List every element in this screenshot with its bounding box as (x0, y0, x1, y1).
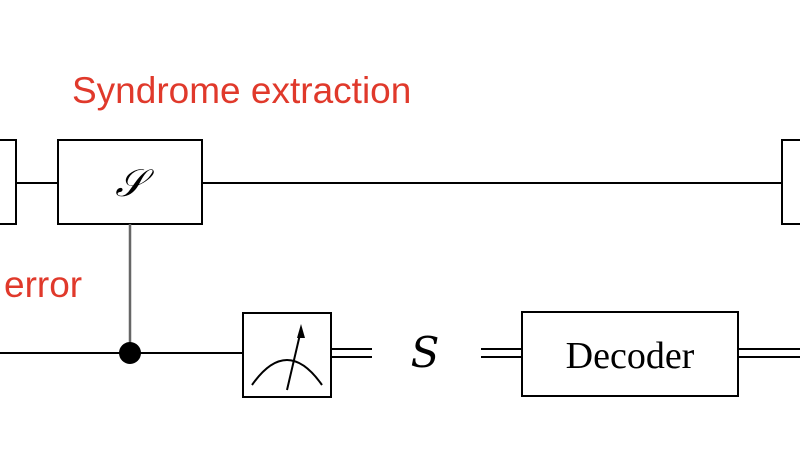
measurement-meter-icon (251, 324, 323, 391)
classical-wire-1 (331, 348, 372, 358)
syndrome-symbol: S (411, 328, 440, 377)
classical-wire-3 (738, 348, 800, 358)
error-label: error (4, 264, 83, 305)
classical-wire-2 (481, 348, 522, 358)
syndrome-extraction-label: Syndrome extraction (72, 70, 412, 111)
left-partial-gate (0, 139, 17, 225)
decoder-label: Decoder (566, 335, 695, 377)
stabilizer-gate (57, 139, 203, 225)
right-partial-gate (781, 139, 800, 225)
decoder-box (521, 311, 739, 397)
measurement-gate (242, 312, 332, 398)
control-dot-icon (119, 342, 141, 364)
